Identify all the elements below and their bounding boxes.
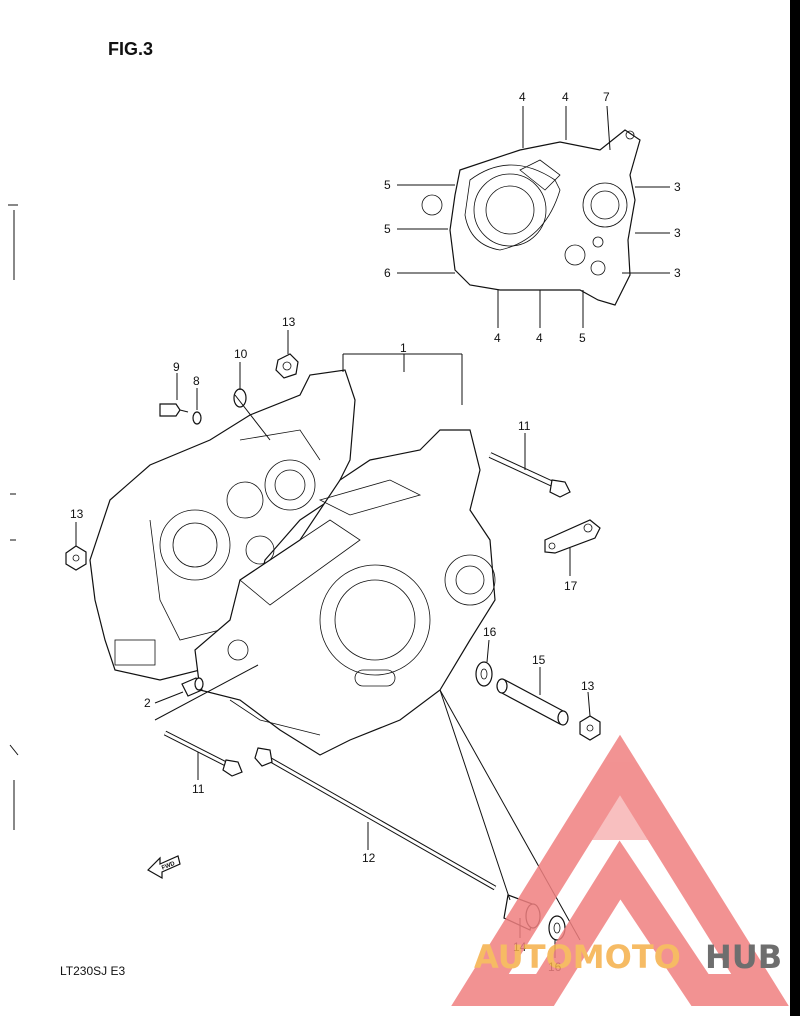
callout-5b: 5 [384, 222, 391, 236]
sensor-9 [159, 373, 189, 417]
callout-7: 7 [603, 90, 610, 104]
plate-17 [544, 519, 601, 576]
callout-16-middle: 16 [483, 625, 497, 639]
bolt-11-upper [488, 433, 571, 498]
fwd-arrow: FWD [147, 855, 181, 880]
nut-13-left [65, 522, 87, 571]
gasket-leaders [397, 105, 670, 328]
watermark-text-automoto: AUTOMOTO [474, 938, 681, 976]
crankcase-left-half [89, 369, 356, 681]
callout-15: 15 [532, 653, 546, 667]
o-ring-10 [233, 362, 271, 441]
callout-3b: 3 [674, 226, 681, 240]
callout-3a: 3 [674, 180, 681, 194]
watermark-text-hub: HUB [705, 938, 782, 976]
callout-17: 17 [564, 579, 578, 593]
callout-13-left: 13 [70, 507, 84, 521]
callout-5c: 5 [579, 331, 586, 345]
right-border [790, 0, 800, 1016]
callout-10: 10 [234, 347, 248, 361]
nut-13-right [579, 691, 601, 741]
scan-marks [8, 204, 19, 830]
callout-13-top: 13 [282, 315, 296, 329]
stud-12 [254, 747, 497, 891]
callout-4c: 4 [494, 331, 501, 345]
callout-11-lower: 11 [192, 782, 205, 796]
callout-4d: 4 [536, 331, 543, 345]
dowel-pin-2 [154, 677, 204, 704]
spacer-15 [496, 667, 569, 726]
callout-13-right: 13 [581, 679, 595, 693]
callout-3c: 3 [674, 266, 681, 280]
callout-1-bracket [342, 353, 463, 405]
callout-4a: 4 [519, 90, 526, 104]
model-reference: LT230SJ E3 [60, 964, 125, 978]
callout-12: 12 [362, 851, 376, 865]
callout-5a: 5 [384, 178, 391, 192]
callout-2: 2 [144, 696, 151, 710]
figure-title: FIG.3 [108, 39, 153, 59]
callout-9: 9 [173, 360, 180, 374]
callout-8: 8 [193, 374, 200, 388]
callout-11-upper: 11 [518, 419, 531, 433]
callout-4b: 4 [562, 90, 569, 104]
washer-16-middle [475, 639, 493, 687]
watermark-triangle-logo [451, 734, 789, 1006]
fwd-label: FWD [161, 861, 177, 872]
gasket-callout-numbers: 4 4 7 5 3 5 3 6 3 4 4 5 [384, 90, 681, 345]
bolt-11-lower [163, 730, 243, 780]
nut-13-top [275, 330, 299, 379]
alignment-lines [154, 664, 581, 941]
automotohub-watermark: AUTOMOTO HUB [451, 734, 789, 1006]
callout-1: 1 [400, 341, 407, 355]
callout-6: 6 [384, 266, 391, 280]
crankcase-gasket [421, 129, 641, 306]
washer-8 [192, 388, 202, 425]
crankcase-right-half [194, 429, 496, 756]
